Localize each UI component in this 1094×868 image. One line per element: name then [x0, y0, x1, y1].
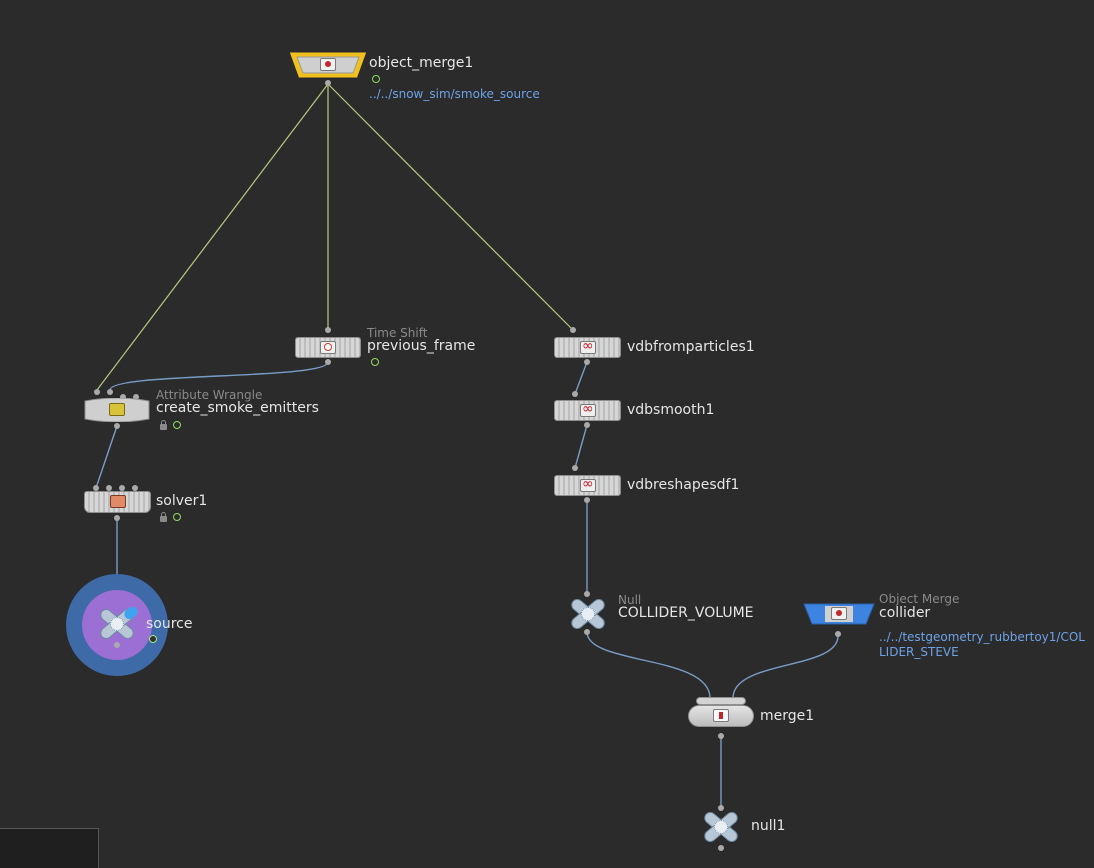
node-object-merge1[interactable] [290, 50, 370, 90]
node-type: Attribute Wrangle [156, 388, 263, 402]
node-label: source [146, 616, 193, 632]
node-path: LIDER_STEVE [879, 645, 959, 659]
output-port[interactable] [584, 497, 590, 503]
input-port[interactable] [119, 485, 125, 491]
output-port[interactable] [584, 629, 590, 635]
node-path: ../../snow_sim/smoke_source [369, 87, 540, 101]
output-port[interactable] [114, 515, 120, 521]
wire-objmerge-to-wrangle[interactable] [96, 83, 329, 391]
node-previous-frame[interactable] [295, 337, 361, 358]
input-port[interactable] [107, 389, 113, 395]
node-path: ../../testgeometry_rubbertoy1/COL [879, 630, 1085, 644]
output-port[interactable] [835, 631, 841, 637]
network-overview-panel[interactable] [0, 828, 99, 868]
node-null1[interactable] [697, 809, 745, 845]
node-type: Object Merge [879, 592, 960, 606]
output-port[interactable] [114, 642, 120, 648]
output-port[interactable] [718, 845, 724, 851]
solver-icon [110, 495, 126, 508]
wire-collidervolume-to-merge[interactable] [586, 631, 711, 699]
wire-vdbfrom-to-vdbsmooth[interactable] [574, 361, 588, 395]
input-port[interactable] [572, 465, 578, 471]
display-flag[interactable] [173, 421, 181, 429]
wire-objmerge-to-vdbfromparticles[interactable] [327, 83, 574, 331]
vdb-icon [580, 401, 596, 417]
input-port[interactable] [132, 485, 138, 491]
input-port[interactable] [584, 591, 590, 597]
display-flag[interactable] [173, 513, 181, 521]
input-port[interactable] [325, 327, 331, 333]
wire-wrangle-to-solver[interactable] [95, 425, 118, 489]
display-flag[interactable] [372, 75, 380, 83]
input-port[interactable] [106, 485, 112, 491]
node-label: merge1 [760, 708, 815, 724]
node-solver1[interactable] [84, 491, 151, 513]
node-label: solver1 [156, 493, 208, 509]
node-type: Null [618, 593, 642, 607]
node-vdbreshapesdf1[interactable] [554, 475, 621, 496]
input-port[interactable] [120, 394, 126, 400]
merge-top [696, 697, 746, 705]
input-port[interactable] [572, 391, 578, 397]
output-port[interactable] [718, 733, 724, 739]
output-port[interactable] [584, 422, 590, 428]
lock-icon[interactable] [160, 512, 167, 522]
node-label: object_merge1 [369, 55, 474, 71]
node-label: previous_frame [367, 338, 476, 354]
object-merge-icon [320, 58, 336, 71]
vdb-icon [580, 476, 596, 492]
display-flag[interactable] [149, 635, 157, 643]
node-label: create_smoke_emitters [156, 400, 319, 416]
attribute-wrangle-icon [109, 403, 125, 416]
node-vdbfromparticles1[interactable] [554, 337, 621, 358]
node-label: collider [879, 605, 931, 621]
wire-collider-to-merge[interactable] [732, 635, 839, 699]
output-port[interactable] [114, 423, 120, 429]
node-collider-volume[interactable] [564, 596, 612, 632]
input-port[interactable] [93, 485, 99, 491]
input-port[interactable] [718, 805, 724, 811]
node-label: vdbreshapesdf1 [627, 477, 740, 493]
object-merge-icon [831, 607, 847, 620]
output-port[interactable] [325, 80, 331, 86]
input-port[interactable] [94, 389, 100, 395]
node-label: vdbfromparticles1 [627, 339, 755, 355]
vdb-icon [580, 338, 596, 354]
node-collider[interactable] [803, 602, 875, 626]
merge-icon [713, 709, 729, 722]
input-port[interactable] [570, 327, 576, 333]
display-flag[interactable] [371, 358, 379, 366]
node-source[interactable] [66, 574, 168, 676]
output-port[interactable] [325, 359, 331, 365]
node-label: vdbsmooth1 [627, 402, 715, 418]
output-port[interactable] [584, 359, 590, 365]
node-create-smoke-emitters[interactable] [84, 398, 150, 422]
wire-timeshift-to-wrangle[interactable] [109, 361, 329, 391]
null-icon [93, 606, 141, 642]
time-shift-icon [320, 341, 336, 354]
wire-vdbsmooth-to-vdbreshape[interactable] [574, 424, 588, 469]
node-vdbsmooth1[interactable] [554, 400, 621, 421]
node-label: COLLIDER_VOLUME [618, 605, 754, 621]
node-merge1[interactable] [688, 697, 754, 729]
node-label: null1 [751, 818, 786, 834]
input-port[interactable] [133, 394, 139, 400]
node-type: Time Shift [367, 326, 428, 340]
lock-icon[interactable] [160, 420, 167, 430]
